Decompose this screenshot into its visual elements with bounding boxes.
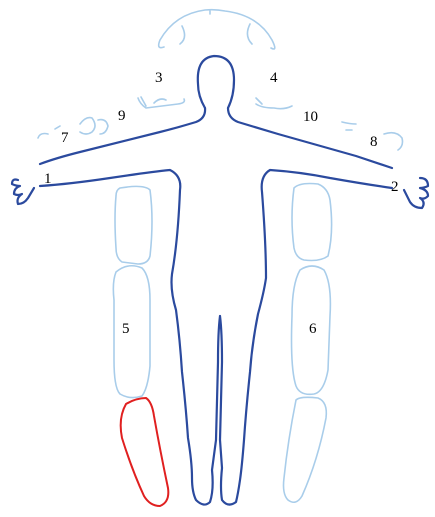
label-3: 3	[155, 70, 163, 86]
label-6: 6	[309, 321, 317, 337]
label-8: 8	[370, 134, 378, 150]
upper-arms-outline	[40, 108, 392, 168]
right-hand-outline	[404, 178, 428, 208]
label-9: 9	[118, 108, 126, 124]
lower-arms-outline	[40, 170, 392, 505]
label-10: 10	[303, 109, 318, 125]
segment-9-shoulder[interactable]	[138, 97, 184, 108]
right-foot-segment[interactable]	[284, 397, 327, 502]
left-thigh-segment[interactable]	[115, 186, 152, 264]
upper-back-segment[interactable]	[159, 10, 275, 49]
segment-10-shoulder[interactable]	[256, 98, 292, 109]
highlighted-left-foot-segment[interactable]	[121, 398, 169, 506]
right-thigh-segment[interactable]	[292, 184, 332, 261]
label-7: 7	[61, 130, 69, 146]
label-1: 1	[44, 171, 52, 187]
label-2: 2	[391, 179, 399, 195]
left-hand-outline	[12, 180, 34, 205]
segment-7-arm[interactable]	[38, 118, 108, 138]
head-outline	[198, 56, 234, 108]
label-4: 4	[270, 70, 278, 86]
label-5: 5	[122, 321, 130, 337]
segment-5-leg[interactable]	[113, 266, 150, 398]
